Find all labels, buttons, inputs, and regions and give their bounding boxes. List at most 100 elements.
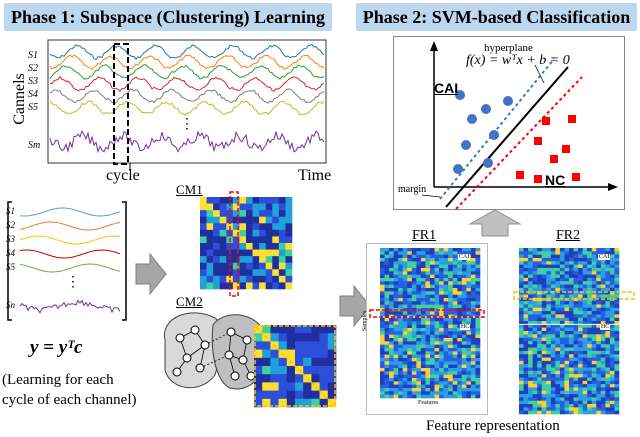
- heatmap-cell: [416, 248, 422, 252]
- heatmap-cell: [380, 391, 385, 395]
- heatmap-cell: [402, 301, 408, 305]
- heatmap-cell: [609, 410, 615, 415]
- heatmap-cell: [523, 274, 529, 279]
- heatmap-cell: [466, 301, 472, 305]
- heatmap-cell: [578, 367, 583, 372]
- heatmap-cell: [219, 223, 227, 231]
- heatmap-cell: [430, 311, 435, 315]
- heatmap-cell: [591, 271, 597, 275]
- heatmap-cell: [452, 311, 458, 315]
- heatmap-cell: [582, 301, 588, 305]
- heatmap-cell: [389, 318, 394, 322]
- heatmap-cell: [596, 357, 602, 362]
- heatmap-cell: [600, 251, 606, 255]
- heatmap-cell: [439, 368, 444, 372]
- heatmap-cell: [591, 387, 597, 392]
- heatmap-cell: [555, 327, 561, 332]
- heatmap-cell: [596, 350, 602, 355]
- heatmap-cell: [541, 311, 547, 315]
- heatmap-cell: [461, 334, 467, 339]
- heatmap-cell: [411, 314, 417, 319]
- heatmap-cell: [523, 254, 529, 259]
- heatmap-cell: [519, 281, 524, 285]
- heatmap-cell: [605, 410, 611, 415]
- heatmap-cell: [466, 294, 472, 299]
- heatmap-cell: [546, 294, 552, 299]
- heatmap-cell: [582, 354, 588, 358]
- heatmap-cell: [605, 400, 611, 405]
- heatmap-cell: [411, 394, 417, 399]
- heatmap-cell: [262, 374, 271, 383]
- heatmap-cell: [523, 407, 529, 411]
- heatmap-cell: [523, 251, 529, 255]
- heatmap-cell: [416, 261, 422, 265]
- heatmap-cell: [402, 261, 408, 265]
- heatmap-cell: [532, 261, 538, 265]
- heatmap-cell: [578, 321, 583, 325]
- heatmap-cell: [262, 349, 271, 359]
- heatmap-cell: [555, 374, 561, 378]
- heatmap-cell: [384, 374, 390, 379]
- heatmap-cell: [532, 284, 538, 289]
- heatmap-cell: [523, 384, 529, 388]
- heatmap-cell: [380, 288, 385, 292]
- heatmap-cell: [311, 390, 320, 400]
- heatmap-cell: [380, 274, 385, 279]
- heatmap-cell: [461, 331, 467, 335]
- heatmap-cell: [578, 324, 583, 328]
- heatmap-cell: [200, 282, 207, 290]
- heatmap-cell: [559, 334, 565, 338]
- heatmap-cell: [605, 274, 611, 279]
- heatmap-cell: [532, 254, 538, 259]
- heatmap-cell: [537, 327, 543, 332]
- heatmap-cell: [389, 301, 394, 305]
- heatmap-cell: [425, 371, 431, 375]
- heatmap-cell: [259, 223, 267, 231]
- heatmap-cell: [550, 251, 556, 255]
- heatmap-cell: [550, 264, 556, 269]
- heatmap-cell: [532, 347, 538, 352]
- heatmap-cell: [541, 251, 547, 255]
- heatmap-cell: [425, 341, 431, 345]
- heatmap-cell: [380, 301, 385, 305]
- heatmap-cell: [270, 325, 279, 334]
- heatmap-cell: [582, 357, 588, 362]
- heatmap-cell: [461, 374, 467, 379]
- heatmap-cell: [546, 357, 552, 362]
- heatmap-cell: [614, 327, 620, 332]
- heatmap-cell: [416, 368, 422, 372]
- heatmap-cell: [591, 344, 597, 348]
- heatmap-cell: [430, 298, 435, 302]
- heatmap-cell: [425, 334, 431, 339]
- heatmap-cell: [434, 258, 440, 262]
- heatmap-cell: [457, 298, 463, 302]
- heatmap-cell: [475, 328, 481, 332]
- heatmap-cell: [416, 354, 422, 359]
- heatmap-cell: [393, 291, 399, 295]
- heatmap-cell: [470, 248, 476, 252]
- heatmap-cell: [272, 203, 280, 211]
- heatmap-cell: [546, 337, 552, 342]
- heatmap-cell: [420, 258, 426, 262]
- heatmap-cell: [420, 328, 426, 332]
- heatmap-cell: [411, 301, 417, 305]
- heatmap-cell: [569, 394, 574, 398]
- heatmap-cell: [591, 400, 597, 405]
- heatmap-cell: [278, 398, 288, 408]
- heatmap-cell: [546, 277, 552, 282]
- heatmap-cell: [402, 344, 408, 349]
- heatmap-cell: [232, 229, 240, 237]
- heatmap-cell: [470, 291, 476, 295]
- fr2-hc-tag: HC: [600, 324, 611, 330]
- heatmap-cell: [402, 348, 408, 352]
- heatmap-cell: [591, 274, 597, 279]
- heatmap-cell: [564, 264, 570, 269]
- heatmap-cell: [523, 267, 529, 272]
- heatmap-cell: [519, 284, 524, 289]
- heatmap-cell: [600, 311, 606, 315]
- heatmap-cell: [285, 210, 293, 218]
- heatmap-cell: [285, 223, 293, 231]
- heatmap-cell: [569, 271, 574, 275]
- heatmap-cell: [384, 271, 390, 275]
- heatmap-cell: [398, 284, 404, 289]
